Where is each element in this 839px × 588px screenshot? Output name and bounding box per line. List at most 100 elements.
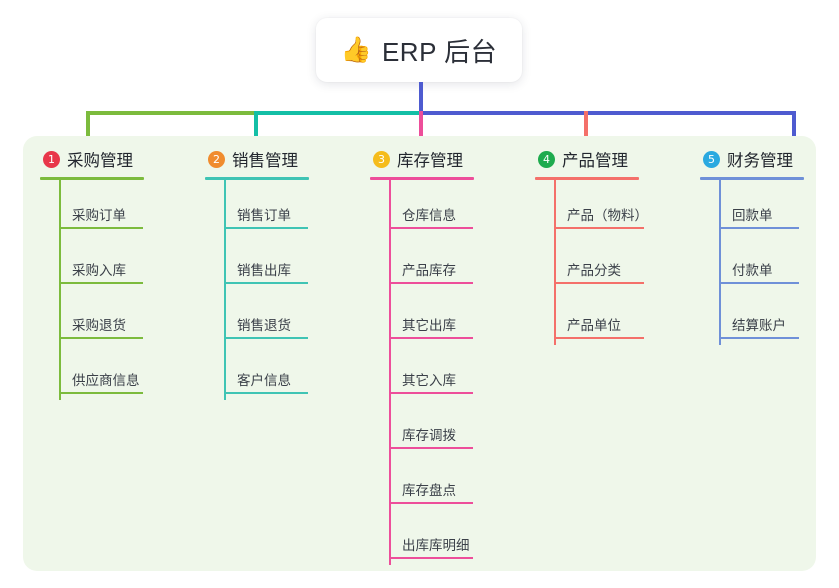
branch-item-list: 仓库信息产品库存其它出库其它入库库存调拨库存盘点出库库明细 — [370, 180, 474, 565]
branch-item[interactable]: 产品（物料） — [535, 180, 648, 235]
branch-item[interactable]: 库存盘点 — [370, 455, 474, 510]
branch-item[interactable]: 采购入库 — [40, 235, 144, 290]
root-title: ERP 后台 — [381, 36, 498, 67]
branch-item-label: 采购订单 — [72, 208, 126, 223]
branch-item[interactable]: 采购退货 — [40, 290, 144, 345]
branch-item-rule — [554, 282, 644, 284]
branch-item-rule — [389, 502, 473, 504]
branch-header-1[interactable]: 1 采购管理 — [40, 146, 144, 172]
branch-column-1: 1 采购管理采购订单采购入库采购退货供应商信息 — [40, 146, 144, 400]
branch-item-label: 其它出库 — [402, 318, 456, 333]
branch-item[interactable]: 出库库明细 — [370, 510, 474, 565]
branch-item-list: 产品（物料） 产品分类产品单位 — [535, 180, 648, 345]
branch-spine — [554, 180, 556, 345]
branch-item[interactable]: 供应商信息 — [40, 345, 144, 400]
branch-item-rule — [224, 337, 308, 339]
branch-item-rule — [389, 337, 473, 339]
branch-item-rule — [224, 227, 308, 229]
branch-title: 财务管理 — [727, 152, 793, 170]
branch-column-4: 4 产品管理产品（物料） 产品分类产品单位 — [535, 146, 648, 345]
branch-item[interactable]: 销售退货 — [205, 290, 309, 345]
branch-item-rule — [719, 227, 799, 229]
connector-drop-5 — [792, 111, 796, 145]
branch-item[interactable]: 仓库信息 — [370, 180, 474, 235]
root-node[interactable]: 👍 ERP 后台 — [316, 18, 522, 82]
branch-item[interactable]: 客户信息 — [205, 345, 309, 400]
branch-item-list: 回款单付款单结算账户 — [700, 180, 804, 345]
branch-item-label: 产品库存 — [402, 263, 456, 278]
connector-bar-teal — [254, 111, 421, 115]
branch-item[interactable]: 销售订单 — [205, 180, 309, 235]
branch-item[interactable]: 采购订单 — [40, 180, 144, 235]
branch-spine — [389, 180, 391, 565]
branch-item-label: 销售退货 — [237, 318, 291, 333]
branch-header-rule — [535, 177, 639, 180]
branch-item[interactable]: 产品分类 — [535, 235, 644, 290]
branch-item[interactable]: 回款单 — [700, 180, 804, 235]
branch-item[interactable]: 产品单位 — [535, 290, 644, 345]
branch-title: 采购管理 — [67, 152, 133, 170]
branch-item-label: 采购入库 — [72, 263, 126, 278]
diagram-panel — [23, 136, 816, 571]
branch-header-5[interactable]: 5 财务管理 — [700, 146, 804, 172]
branch-column-5: 5 财务管理回款单付款单结算账户 — [700, 146, 804, 345]
branch-spine — [59, 180, 61, 400]
branch-item-rule — [389, 282, 473, 284]
branch-header-rule — [205, 177, 309, 180]
branch-item-rule — [389, 227, 473, 229]
branch-item-label: 出库库明细 — [402, 538, 470, 553]
branch-title: 销售管理 — [232, 152, 298, 170]
branch-item[interactable]: 其它入库 — [370, 345, 474, 400]
branch-header-2[interactable]: 2 销售管理 — [205, 146, 309, 172]
branch-item-rule — [389, 557, 473, 559]
branch-item-label: 产品单位 — [567, 318, 621, 333]
connector-drop-4 — [584, 111, 588, 145]
branch-spine — [224, 180, 226, 400]
branch-item[interactable]: 销售出库 — [205, 235, 309, 290]
branch-item-rule — [389, 392, 473, 394]
branch-item[interactable]: 付款单 — [700, 235, 804, 290]
branch-item-rule — [389, 447, 473, 449]
branch-item-list: 采购订单采购入库采购退货供应商信息 — [40, 180, 144, 400]
connector-bar-blue — [419, 111, 796, 115]
connector-drop-2 — [254, 111, 258, 145]
branch-header-rule — [370, 177, 474, 180]
branch-item[interactable]: 库存调拨 — [370, 400, 474, 455]
branch-item[interactable]: 产品库存 — [370, 235, 474, 290]
branch-item[interactable]: 其它出库 — [370, 290, 474, 345]
branch-item-label: 供应商信息 — [72, 373, 140, 388]
branch-index-badge: 4 — [538, 150, 555, 168]
branch-item-label: 库存盘点 — [402, 483, 456, 498]
branch-item-label: 回款单 — [732, 208, 773, 223]
thumbs-up-icon: 👍 — [340, 35, 372, 64]
branch-spine — [719, 180, 721, 345]
branch-item-rule — [224, 392, 308, 394]
branch-item-label: 销售订单 — [237, 208, 291, 223]
root-stem-connector — [419, 82, 423, 113]
branch-item-rule — [719, 337, 799, 339]
branch-item-rule — [224, 282, 308, 284]
branch-item-label: 仓库信息 — [402, 208, 456, 223]
connector-drop-3 — [419, 111, 423, 145]
branch-item-rule — [59, 337, 143, 339]
branch-item-label: 销售出库 — [237, 263, 291, 278]
connector-bar-green — [86, 111, 256, 115]
branch-header-rule — [700, 177, 804, 180]
branch-item-label: 其它入库 — [402, 373, 456, 388]
branch-title: 产品管理 — [562, 152, 628, 170]
branch-item[interactable]: 结算账户 — [700, 290, 804, 345]
branch-header-4[interactable]: 4 产品管理 — [535, 146, 639, 172]
branch-index-badge: 3 — [373, 150, 390, 168]
branch-index-badge: 2 — [208, 150, 225, 168]
branch-item-rule — [59, 282, 143, 284]
branch-item-label: 产品分类 — [567, 263, 621, 278]
branch-index-badge: 5 — [703, 150, 720, 168]
branch-index-badge: 1 — [43, 150, 60, 168]
branch-item-rule — [59, 392, 143, 394]
branch-item-rule — [554, 227, 644, 229]
branch-header-rule — [40, 177, 144, 180]
branch-item-label: 采购退货 — [72, 318, 126, 333]
